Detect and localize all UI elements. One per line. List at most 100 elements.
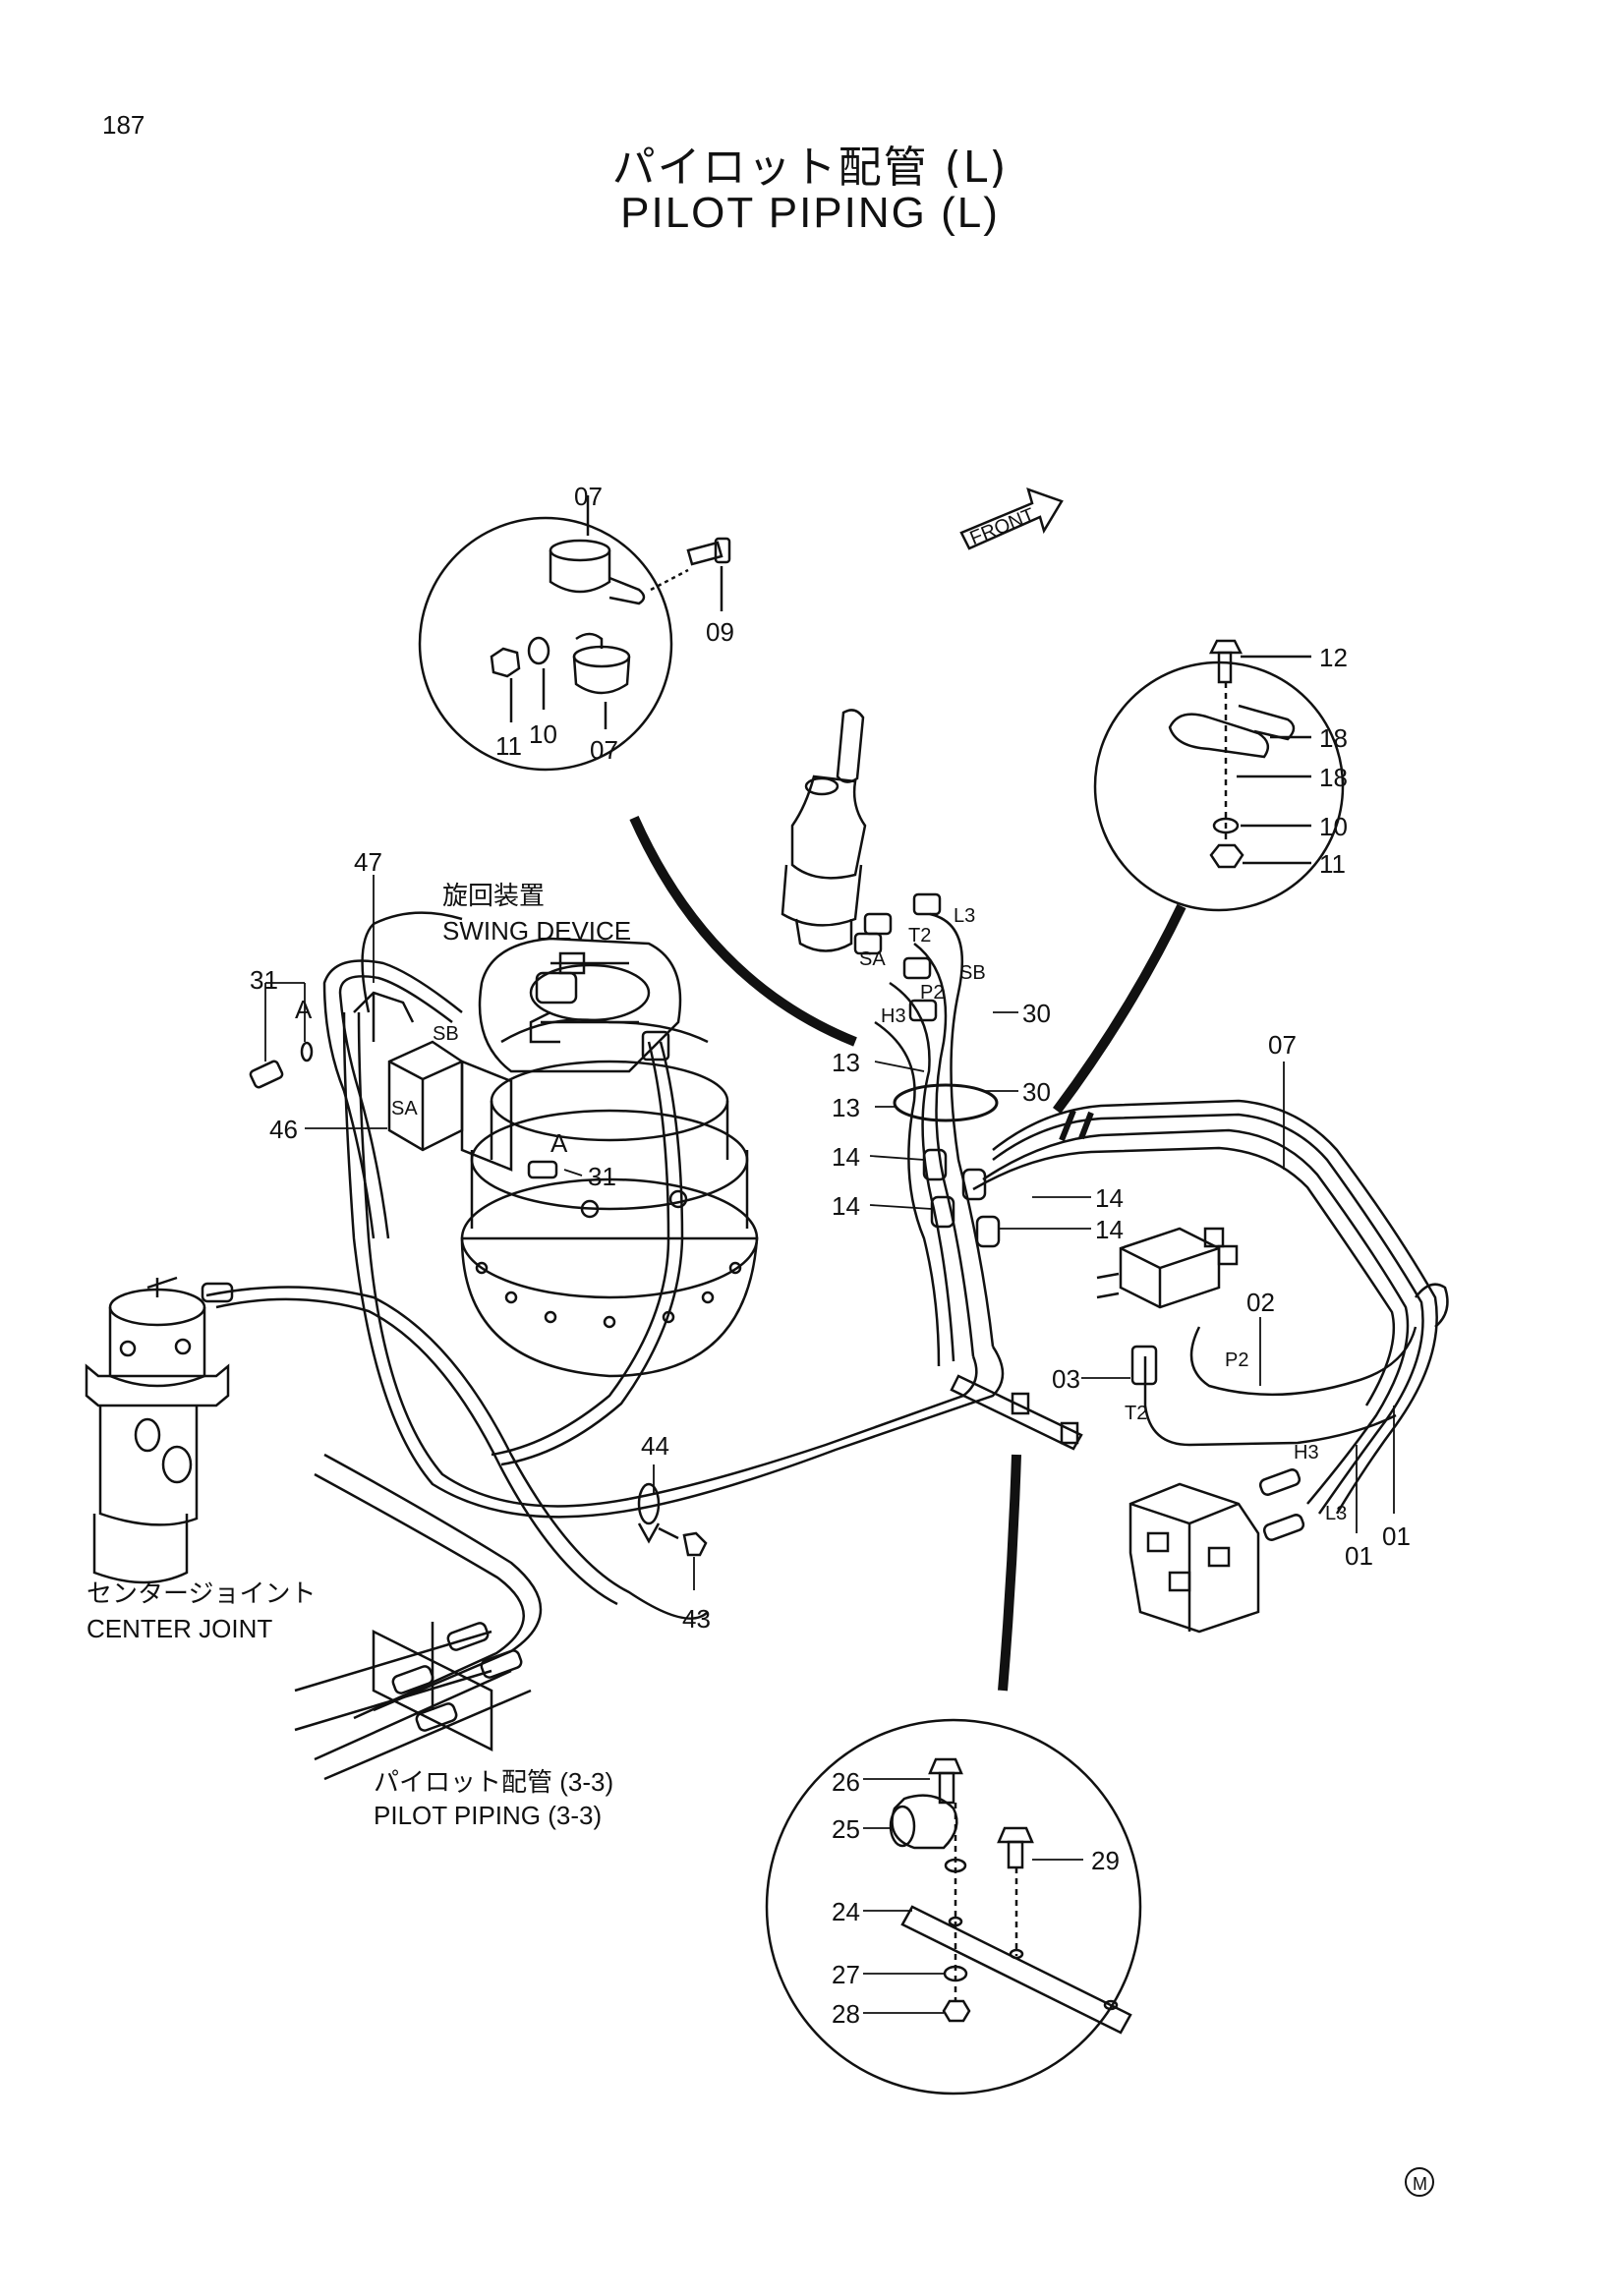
center-joint [85,1276,230,1584]
label-11-detail: 11 [495,731,522,761]
label-a-right: A [550,1128,568,1158]
label-14-b: 14 [832,1191,860,1221]
detail-circle-clamp [418,516,673,772]
bolt-part-43 [658,1526,708,1557]
label-14-d: 14 [1095,1215,1124,1244]
plate-part-24 [900,1905,1132,2035]
bolt-part-09 [686,537,731,566]
support-bracket-part-24 [950,1374,1083,1451]
clamp-part-13 [893,1083,999,1122]
label-14-c: 14 [1095,1183,1124,1213]
center-joint-hoses [205,1286,709,1781]
label-02: 02 [1246,1288,1275,1317]
swing-device-label-en: SWING DEVICE [442,916,631,946]
pipe-clamp-part-44 [637,1482,661,1544]
pipe-part-02 [1130,1326,1418,1447]
port-h3-top: H3 [881,1005,906,1027]
nut-part-28 [942,1999,971,2023]
label-03: 03 [1052,1364,1080,1394]
label-13-b: 13 [832,1093,860,1122]
port-l3-top: L3 [954,905,975,927]
center-joint-label-jp: センタージョイント [87,1578,316,1608]
detail-circle-bracket [1093,660,1345,912]
port-l3-valve: L3 [1325,1503,1347,1524]
port-p2-top: P2 [920,982,944,1004]
label-27: 27 [832,1960,860,1989]
port-sb-top: SB [959,962,986,984]
pipes-part-01 [972,1099,1438,1515]
detail-circle-support [765,1718,1142,2095]
control-valve [1128,1482,1260,1634]
label-47: 47 [354,847,382,877]
washer-part-10-right [1212,817,1240,834]
swing-device [460,937,759,1378]
valve-hose-fittings [1258,1468,1305,1541]
front-direction-arrow [959,488,1064,550]
label-30-a: 30 [1022,999,1051,1028]
center-joint-label-en: CENTER JOINT [87,1614,272,1643]
title-japanese: パイロット配管 (L) [611,143,1009,193]
bracket-part-18 [1168,704,1296,759]
label-43: 43 [682,1604,711,1634]
label-18-a: 18 [1319,723,1348,753]
label-10-detail: 10 [529,719,557,749]
label-13-a: 13 [832,1048,860,1077]
swing-hoses-part-46-47 [322,959,684,1466]
label-30-b: 30 [1022,1077,1051,1107]
label-25: 25 [832,1814,860,1844]
swing-device-label-jp: 旋回装置 [442,881,545,910]
port-sa-swing: SA [391,1098,418,1119]
label-11-right: 11 [1319,849,1346,879]
title-english: PILOT PIPING (L) [620,189,1000,237]
label-31-right: 31 [588,1162,616,1191]
label-07-detail-bottom: 07 [590,735,618,765]
page-number: 187 [102,110,145,140]
hose-couplings [391,1622,523,1732]
port-t2-valve: T2 [1125,1403,1147,1424]
pilot-valve-joystick [781,709,867,952]
label-09: 09 [706,617,734,647]
corner-mark-circle [1405,2167,1434,2197]
label-12: 12 [1319,643,1348,672]
hose-bundle [342,911,1005,1519]
cushion-part-25 [889,1794,958,1850]
port-sa-top: SA [859,948,886,970]
bolt-part-29 [997,1826,1034,1869]
label-a-left: A [295,995,313,1024]
label-26: 26 [832,1767,860,1797]
label-31-left: 31 [250,965,278,995]
label-46: 46 [269,1115,298,1144]
clamp-part-07-bottom [572,632,631,695]
label-01-a: 01 [1345,1541,1373,1571]
nut-part-11 [490,647,521,678]
swing-port-block [353,991,464,1152]
port-t2-top: T2 [908,925,931,947]
label-01-b: 01 [1382,1521,1411,1551]
port-p2-valve: P2 [1225,1349,1248,1371]
pipe-bracket-plate [372,1622,493,1752]
pilot-piping-33-label-en: PILOT PIPING (3-3) [374,1801,602,1830]
clamp-part-07-top [549,539,646,605]
leader-lines [264,875,1395,2014]
front-label: FRONT [967,504,1038,549]
fitting-part-31 [249,1041,558,1179]
label-10-right: 10 [1319,812,1348,841]
pilot-piping-33-label-jp: パイロット配管 (3-3) [374,1767,613,1797]
label-24: 24 [832,1897,860,1926]
small-valve-block [1096,1227,1239,1309]
label-18-b: 18 [1319,763,1348,792]
port-sb-swing: SB [433,1023,459,1045]
corner-mark: M [1413,2174,1427,2194]
label-44: 44 [641,1431,669,1461]
nut-part-11-right [1209,843,1244,869]
washer-part-10 [527,636,550,665]
pipe-clamp-right [1415,1283,1449,1328]
hose-protectors-part-14 [922,1148,1001,1248]
center-joint-fitting [201,1282,234,1303]
label-14-a: 14 [832,1142,860,1172]
label-07-main: 07 [1268,1030,1297,1060]
label-29: 29 [1091,1846,1120,1875]
label-28: 28 [832,1999,860,2029]
port-h3-valve: H3 [1294,1442,1319,1464]
